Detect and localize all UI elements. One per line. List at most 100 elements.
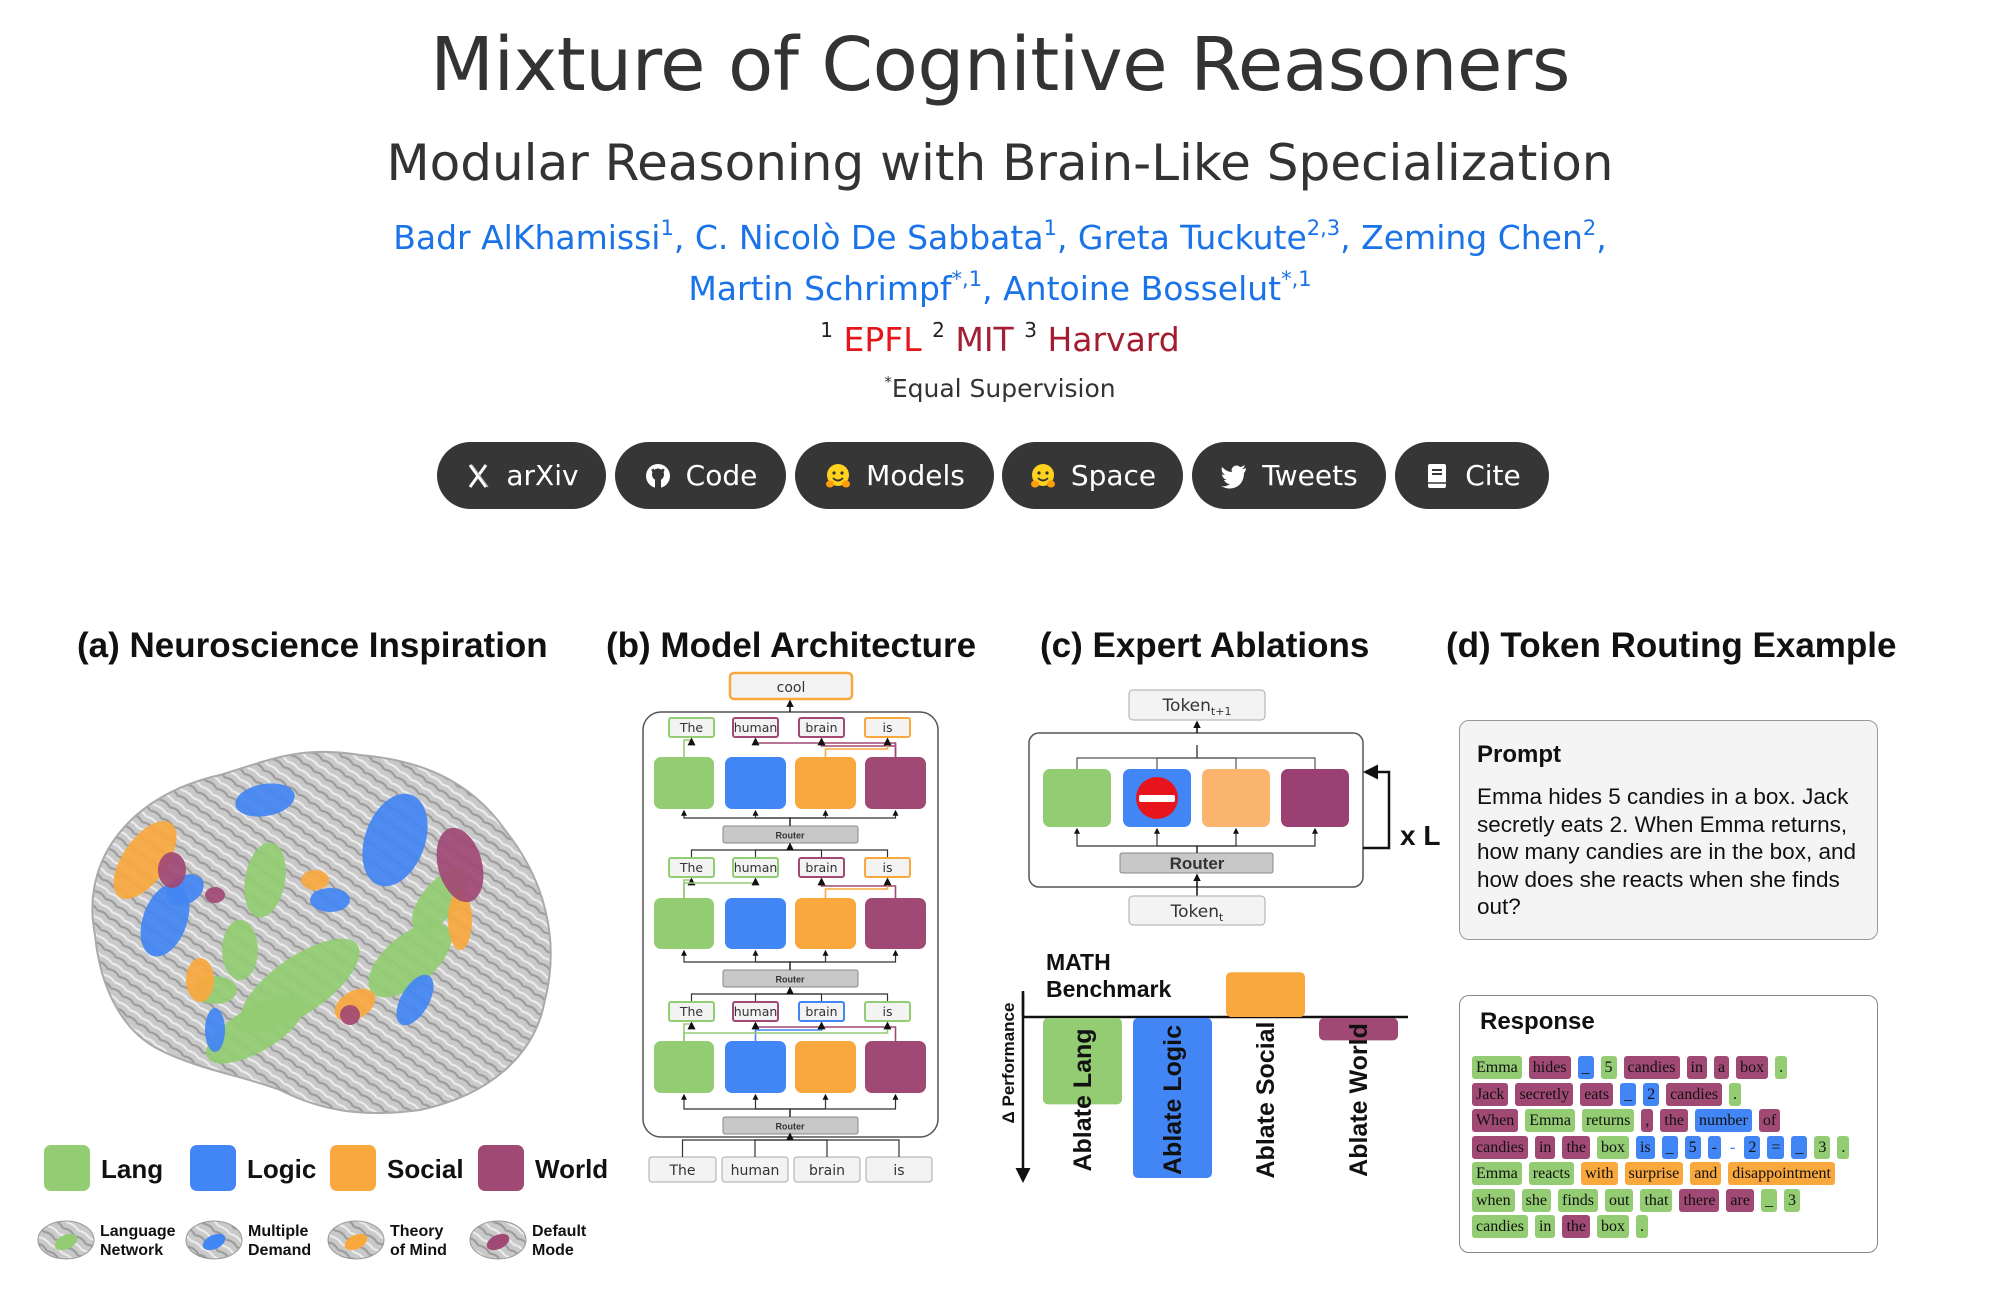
button-label: Code [685, 459, 758, 492]
merge-line [690, 849, 790, 858]
response-token: box [1596, 1135, 1629, 1159]
response-token: 5 [1684, 1135, 1701, 1159]
panel-d-title: (d) Token Routing Example [1446, 626, 1897, 665]
output-token-box [728, 671, 854, 701]
response-token: candies [1623, 1056, 1680, 1079]
author-link[interactable]: Greta Tuckute2,3 [1077, 216, 1341, 258]
token-label-box [732, 1001, 779, 1022]
router-label: Router [776, 1122, 805, 1132]
button-label: Space [1070, 459, 1157, 492]
token-route-arrow [683, 1021, 696, 1041]
author-list-line-1: Badr AlKhamissi1, C. Nicolò De Sabbata1,… [393, 216, 1607, 258]
brain-region-lang [222, 920, 258, 980]
routing-arrow [1196, 827, 1239, 853]
space-button[interactable]: Space [1002, 442, 1183, 509]
author-link[interactable]: Martin Schrimpf*,1 [688, 267, 983, 309]
models-button[interactable]: Models [795, 442, 994, 509]
response-token: reacts [1528, 1162, 1575, 1185]
network-label: Theory [390, 1223, 443, 1240]
response-token: _ [1577, 1056, 1594, 1079]
routing-arrow [752, 949, 791, 970]
response-token: hides [1528, 1056, 1571, 1079]
expert-block-lang [1043, 769, 1111, 827]
equal-mark: * [884, 373, 892, 391]
merge-line [1076, 745, 1198, 769]
author-link[interactable]: Antoine Bosselut*,1 [1003, 269, 1312, 309]
code-button[interactable]: Code [615, 442, 786, 509]
brain-region-lang [368, 922, 452, 998]
expert-block-social [795, 1041, 856, 1093]
button-label: Models [866, 459, 965, 492]
expert-block-world [1281, 769, 1349, 827]
author-affiliation: *,1 [951, 267, 983, 291]
network-label: of Mind [390, 1242, 447, 1259]
author-name[interactable]: Zeming Chen [1361, 218, 1583, 257]
equal-note-text: Equal Supervision [891, 374, 1116, 403]
author-affiliation: 1 [1043, 216, 1057, 240]
author-name[interactable]: Antoine Bosselut [1003, 269, 1282, 308]
routing-arrow [789, 1093, 829, 1117]
button-label: Tweets [1262, 459, 1358, 492]
author-link[interactable]: C. Nicolò De Sabbata1 [694, 216, 1057, 258]
author-link[interactable]: Zeming Chen2 [1361, 218, 1596, 258]
response-token: Emma [1472, 1056, 1522, 1079]
legend-label: Lang [101, 1154, 163, 1184]
token-in-text: Token [1170, 902, 1219, 922]
merge-line [690, 993, 790, 1002]
token-label: is [883, 1004, 893, 1019]
prompt-text: Emma hides 5 candies in a box. Jack secr… [1477, 784, 1856, 919]
arxiv-button[interactable]: arXiv [437, 442, 606, 509]
expert-block-lang [654, 757, 714, 809]
mini-brain-icon [327, 1220, 385, 1260]
brain-region-lang [244, 842, 286, 918]
response-token: in [1534, 1215, 1556, 1238]
token-route-arrow [683, 1021, 892, 1041]
routing-arrow [681, 949, 791, 970]
token-label-box [864, 1001, 911, 1022]
response-token: when [1472, 1188, 1515, 1212]
token-label: brain [805, 860, 837, 875]
token-label-box [864, 857, 911, 878]
merge-line [790, 993, 889, 1002]
author-name[interactable]: C. Nicolò De Sabbata [694, 218, 1044, 257]
author-name[interactable]: Greta Tuckute [1077, 218, 1307, 257]
affiliation-number: 2 [932, 318, 945, 342]
token-label-box [798, 717, 845, 738]
author-link[interactable]: Badr AlKhamissi1 [393, 218, 674, 258]
no-entry-bar [1139, 795, 1175, 802]
token-in-box [1128, 895, 1266, 926]
y-axis-label: Δ Performance [999, 1003, 1018, 1124]
response-token: disappointment [1728, 1162, 1835, 1185]
network-label: Mode [532, 1242, 574, 1259]
brain-region-social [301, 870, 329, 890]
merge-line [790, 1139, 900, 1157]
bar-label: Ablate Logic [1159, 1025, 1187, 1175]
expert-block-logic [725, 757, 786, 809]
token-label: The [679, 860, 704, 875]
mini-brain-region [486, 1233, 510, 1251]
expert-block-world [865, 757, 926, 809]
author-affiliation: 2,3 [1306, 216, 1341, 240]
token-in-label: Tokent [1170, 902, 1224, 924]
brain-region-social [186, 958, 214, 1002]
mini-brain-icon [185, 1220, 243, 1260]
response-token: - [1707, 1135, 1721, 1159]
response-token: box [1736, 1056, 1769, 1079]
author-name[interactable]: Badr AlKhamissi [393, 218, 661, 257]
brain-region-logic [235, 783, 295, 817]
panel-c-title: (c) Expert Ablations [1040, 626, 1370, 665]
response-token: secretly [1515, 1082, 1574, 1106]
token-route-arrow [824, 737, 892, 757]
cite-button[interactable]: Cite [1395, 442, 1549, 509]
response-token: . [1775, 1056, 1788, 1079]
tweets-button[interactable]: Tweets [1192, 442, 1386, 509]
chart-title-line-2: Benchmark [1046, 976, 1171, 1002]
output-token-label: cool [777, 680, 806, 696]
author-name[interactable]: Martin Schrimpf [688, 269, 952, 308]
button-label: arXiv [506, 459, 579, 492]
prompt-heading: Prompt [1477, 741, 1561, 768]
